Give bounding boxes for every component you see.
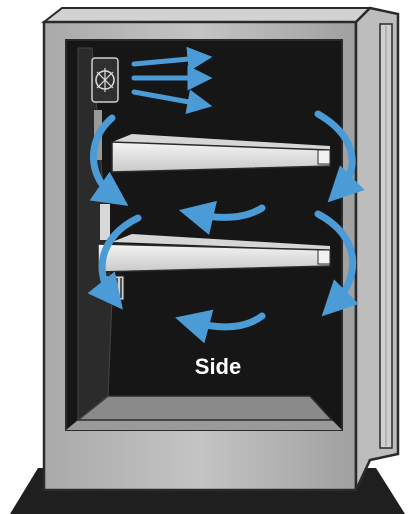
airflow-arrow-icon — [178, 200, 266, 235]
cabinet-top — [41, 7, 373, 23]
interior-floor — [66, 420, 342, 430]
upper-shelf — [111, 134, 331, 173]
airflow-arrow-icon — [314, 210, 359, 317]
side-label: Side — [195, 354, 241, 379]
lower-shelf — [97, 234, 331, 273]
airflow-arrow-icon — [175, 309, 266, 344]
airflow-arrow-icon — [131, 46, 213, 72]
interior-floor-well — [75, 395, 334, 421]
airflow-arrows — [87, 46, 365, 344]
airflow-arrow-icon — [314, 110, 365, 203]
airflow-arrow-icon — [87, 214, 142, 310]
airflow-arrow-icon — [89, 114, 129, 206]
fan-icon — [91, 57, 119, 103]
airflow-arrow-icon — [131, 89, 213, 115]
left-wall-panel — [77, 47, 113, 422]
